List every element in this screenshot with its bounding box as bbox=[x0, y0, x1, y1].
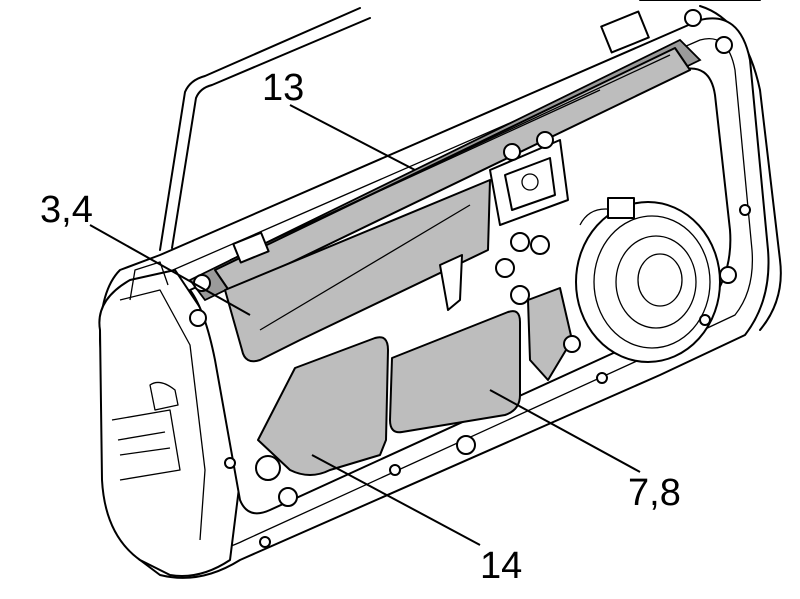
leader-lines bbox=[89, 104, 641, 546]
panel-7-8 bbox=[389, 287, 573, 434]
leader-13 bbox=[289, 104, 416, 171]
panel-14 bbox=[257, 336, 389, 476]
callout-14: 14 bbox=[480, 545, 522, 587]
regulator-rail bbox=[188, 10, 702, 302]
door-handle bbox=[489, 139, 569, 226]
fasteners bbox=[189, 9, 751, 548]
leader-7-8 bbox=[489, 389, 641, 473]
panel-3-4 bbox=[224, 179, 491, 363]
callout-13: 13 bbox=[262, 67, 304, 109]
callout-3-4: 3,4 bbox=[40, 189, 93, 231]
window-frame bbox=[159, 0, 782, 331]
speaker bbox=[575, 197, 721, 363]
callout-7-8: 7,8 bbox=[628, 472, 681, 514]
leader-3-4 bbox=[89, 224, 251, 316]
leader-14 bbox=[311, 454, 481, 546]
